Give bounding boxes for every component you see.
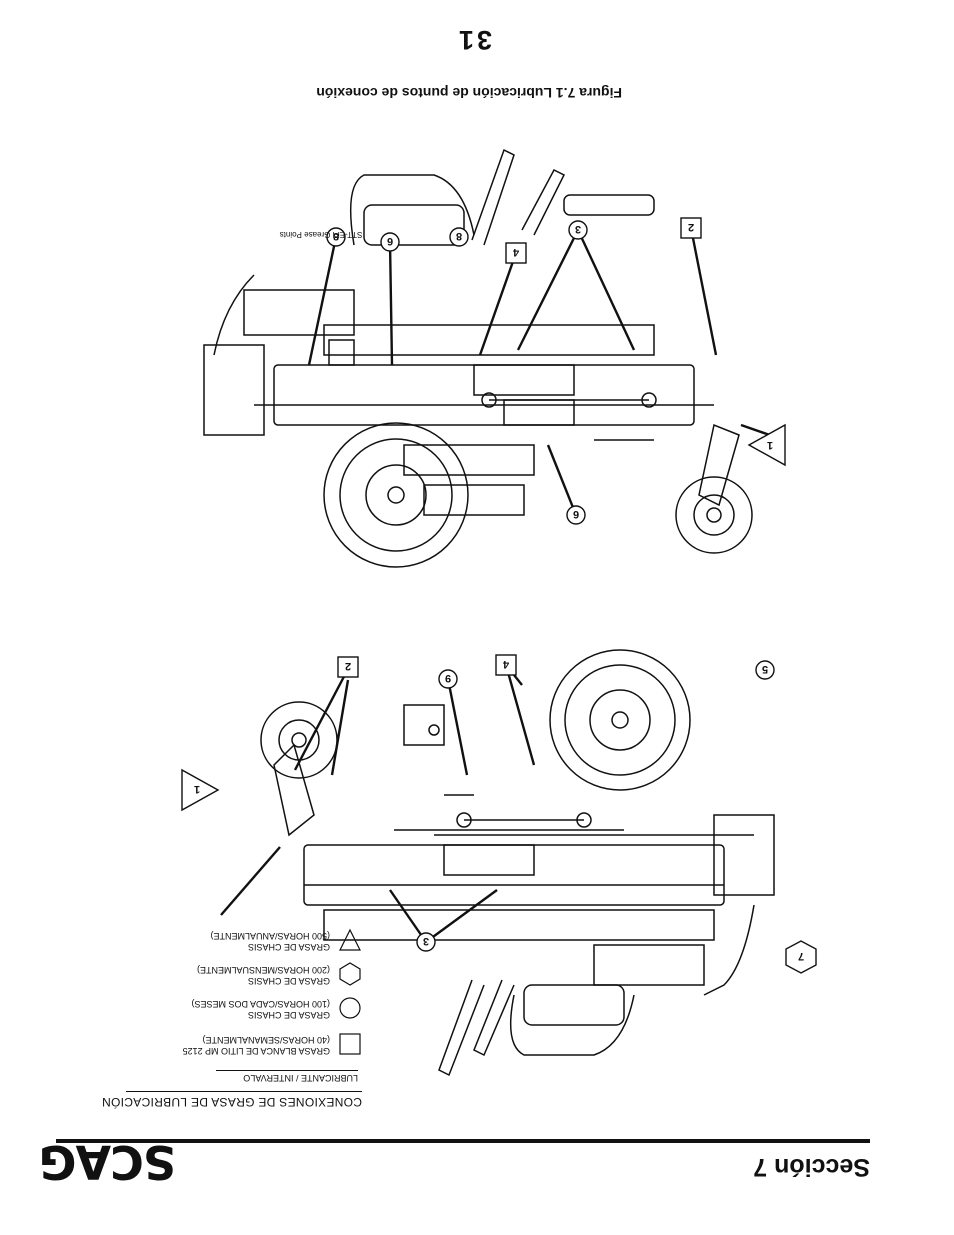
- circle-icon: [339, 997, 361, 1019]
- callout-number: 2: [345, 660, 351, 672]
- circle-marker: [416, 932, 436, 952]
- circle-marker: [755, 660, 775, 680]
- circle-marker: [568, 220, 588, 240]
- callout-number: 2: [688, 221, 694, 233]
- callout-number: 6: [387, 235, 393, 247]
- callout-number: 1: [767, 439, 773, 451]
- drawing-label: STT-EFI Grease Points: [280, 230, 363, 239]
- circle-marker: [326, 227, 346, 247]
- triangle-marker: [181, 768, 220, 812]
- callout-leaders: [220, 227, 785, 943]
- lower-mower-drawing: [203, 148, 753, 568]
- callout-number: 3: [575, 223, 581, 235]
- callout-number: 7: [798, 950, 804, 962]
- callout-number: 8: [333, 230, 339, 242]
- legend-item-hexagon: GRASA DE CHASIS (200 HORAS/MENSUALMENTE): [122, 954, 362, 988]
- callout-markers: [181, 217, 817, 974]
- legend-item-square: GRASA BLANCA DE LITIO MP 2125 (40 HORAS/…: [122, 1022, 362, 1058]
- callout-number: 8: [456, 230, 462, 242]
- callout-number: 3: [423, 935, 429, 947]
- upper-mower-drawing: [260, 649, 775, 1077]
- legend-item-circle: GRASA DE CHASIS (100 HORAS/CADA DOS MESE…: [122, 988, 362, 1022]
- square-marker: [495, 654, 517, 676]
- square-marker: [680, 217, 702, 239]
- callout-number: 6: [573, 508, 579, 520]
- callout-number: 1: [194, 783, 200, 795]
- square-marker: [337, 656, 359, 678]
- circle-marker: [449, 227, 469, 247]
- circle-marker: [566, 505, 586, 525]
- callout-number: 4: [502, 658, 509, 670]
- callout-number: 9: [445, 672, 451, 684]
- figure-caption: Figura 7.1 Lubricación de puntos de cone…: [316, 85, 622, 101]
- square-marker: [505, 242, 527, 264]
- hexagon-marker: [785, 940, 817, 974]
- circle-marker: [380, 232, 400, 252]
- callout-numbers: 1 2 3 4 6 8 1 2 3 4 5 6 7 8 9: [194, 221, 804, 962]
- callout-number: 4: [512, 246, 519, 258]
- callout-number: 5: [762, 663, 768, 675]
- hexagon-icon: [339, 962, 361, 986]
- page-number: 31: [455, 25, 492, 55]
- circle-marker: [438, 669, 458, 689]
- square-icon: [339, 1033, 361, 1055]
- triangle-marker: [747, 423, 786, 467]
